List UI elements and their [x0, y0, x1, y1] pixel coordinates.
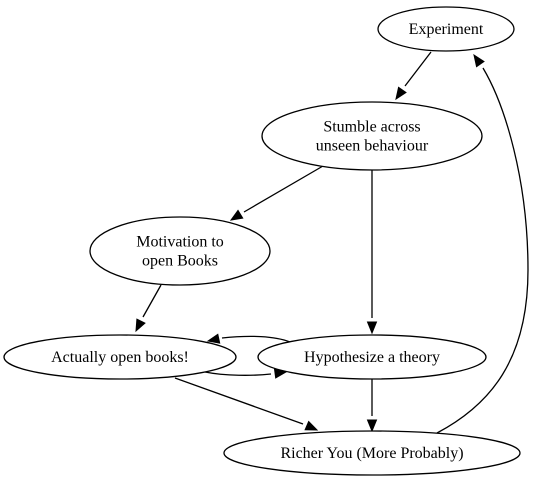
edges-layer [135, 51, 529, 434]
arrowhead-icon [473, 53, 485, 68]
node-ellipse [257, 334, 487, 380]
edge-richer-to-experiment [436, 53, 529, 434]
edge-line [174, 377, 304, 425]
edge-line [221, 335, 291, 343]
edge-hypothesize-to-actually [206, 333, 291, 344]
node-ellipse [261, 101, 483, 171]
node-motivation: Motivation to open Books [89, 216, 271, 286]
edge-motivation-to-actually [135, 284, 162, 333]
arrowhead-icon [395, 86, 407, 101]
node-label: Actually open books! [51, 349, 189, 366]
edge-hypothesize-to-richer [366, 379, 378, 433]
node-label: Motivation to [136, 234, 224, 251]
node-label: unseen behaviour [316, 138, 429, 155]
node-label: Stumble across [323, 119, 420, 136]
node-stumble: Stumble across unseen behaviour [261, 101, 483, 171]
edge-line [243, 165, 324, 213]
arrowhead-icon [206, 333, 221, 344]
node-actually: Actually open books! [3, 334, 237, 380]
node-ellipse [89, 216, 271, 286]
node-label: open Books [142, 253, 218, 270]
node-ellipse [377, 6, 515, 52]
edge-actually-to-richer [174, 377, 319, 431]
node-label: Richer You (More Probably) [280, 445, 463, 462]
edge-stumble-to-hypothesize [366, 170, 378, 335]
node-label: Experiment [409, 21, 484, 38]
node-label: Hypothesize a theory [304, 349, 440, 366]
node-hypothesize: Hypothesize a theory [257, 334, 487, 380]
arrowhead-icon [366, 321, 378, 335]
node-ellipse [223, 430, 521, 476]
edge-line [204, 371, 272, 376]
edge-actually-to-hypothesize [204, 368, 288, 379]
arrowhead-icon [366, 419, 378, 433]
edge-line [404, 51, 432, 87]
edge-line [142, 284, 162, 318]
arrowhead-icon [135, 318, 146, 333]
edge-experiment-to-stumble [395, 51, 432, 101]
node-ellipse [3, 334, 237, 380]
arrowhead-icon [229, 209, 244, 221]
node-richer: Richer You (More Probably) [223, 430, 521, 476]
edge-line [436, 67, 529, 434]
edge-stumble-to-motivation [229, 165, 324, 221]
node-experiment: Experiment [377, 6, 515, 52]
arrowhead-icon [304, 420, 319, 431]
